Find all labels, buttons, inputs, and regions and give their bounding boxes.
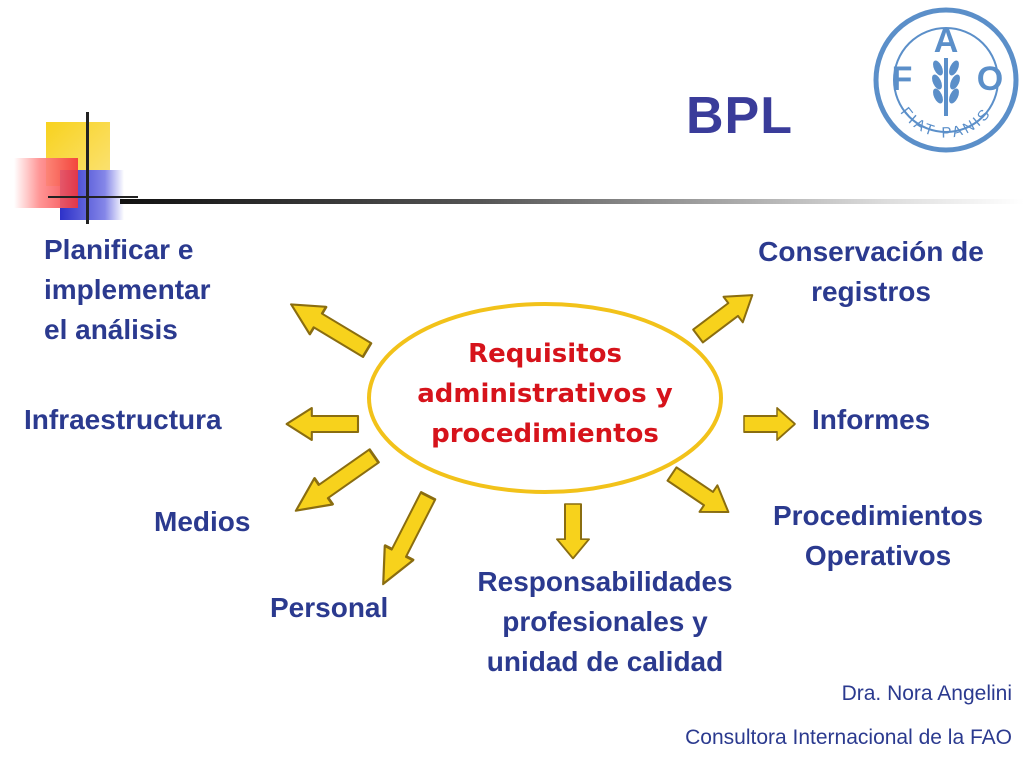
vertical-line bbox=[86, 112, 89, 224]
center-ellipse bbox=[367, 302, 723, 494]
node-informes: Informes bbox=[812, 404, 931, 435]
logo-letter-o: O bbox=[977, 60, 1003, 98]
arrow-to-informes bbox=[743, 407, 796, 441]
center-line-1: Requisitos bbox=[468, 339, 622, 369]
arrow-to-responsabilidades bbox=[556, 503, 590, 560]
node-infraestructura: Infraestructura bbox=[24, 404, 222, 435]
logo-letter-f: F bbox=[892, 60, 913, 98]
footer-role: Consultora Internacional de la FAO bbox=[685, 726, 1012, 749]
footer-author: Dra. Nora Angelini bbox=[841, 682, 1012, 705]
arrow-to-medios bbox=[285, 441, 385, 525]
header-rule bbox=[120, 199, 1024, 204]
center-line-2: administrativos y bbox=[417, 379, 673, 409]
arrow-to-procedimientos bbox=[662, 459, 739, 527]
corner-decoration bbox=[0, 100, 150, 230]
logo-letter-a: A bbox=[934, 22, 959, 60]
slide-title: BPL bbox=[686, 87, 793, 145]
red-square bbox=[14, 158, 78, 208]
node-medios: Medios bbox=[154, 506, 251, 537]
center-line-3: procedimientos bbox=[431, 419, 659, 449]
arrow-to-infraestructura bbox=[285, 406, 360, 442]
arrow-to-personal bbox=[367, 487, 444, 593]
center-node: Requisitos administrativos y procedimien… bbox=[390, 334, 700, 454]
wheat-icon bbox=[932, 58, 960, 116]
node-responsabilidades: Responsabilidades profesionales y unidad… bbox=[477, 566, 733, 677]
arrow-to-planificar bbox=[281, 289, 377, 365]
node-personal: Personal bbox=[270, 592, 389, 623]
node-procedimientos: Procedimientos Operativos bbox=[772, 500, 984, 571]
fao-logo: F A O FIAT PANIS bbox=[873, 7, 1019, 153]
node-planificar: Planificar e implementar el análisis bbox=[44, 234, 211, 345]
node-conservacion: Conservación de registros bbox=[758, 236, 984, 307]
horizontal-short-line bbox=[48, 196, 138, 198]
